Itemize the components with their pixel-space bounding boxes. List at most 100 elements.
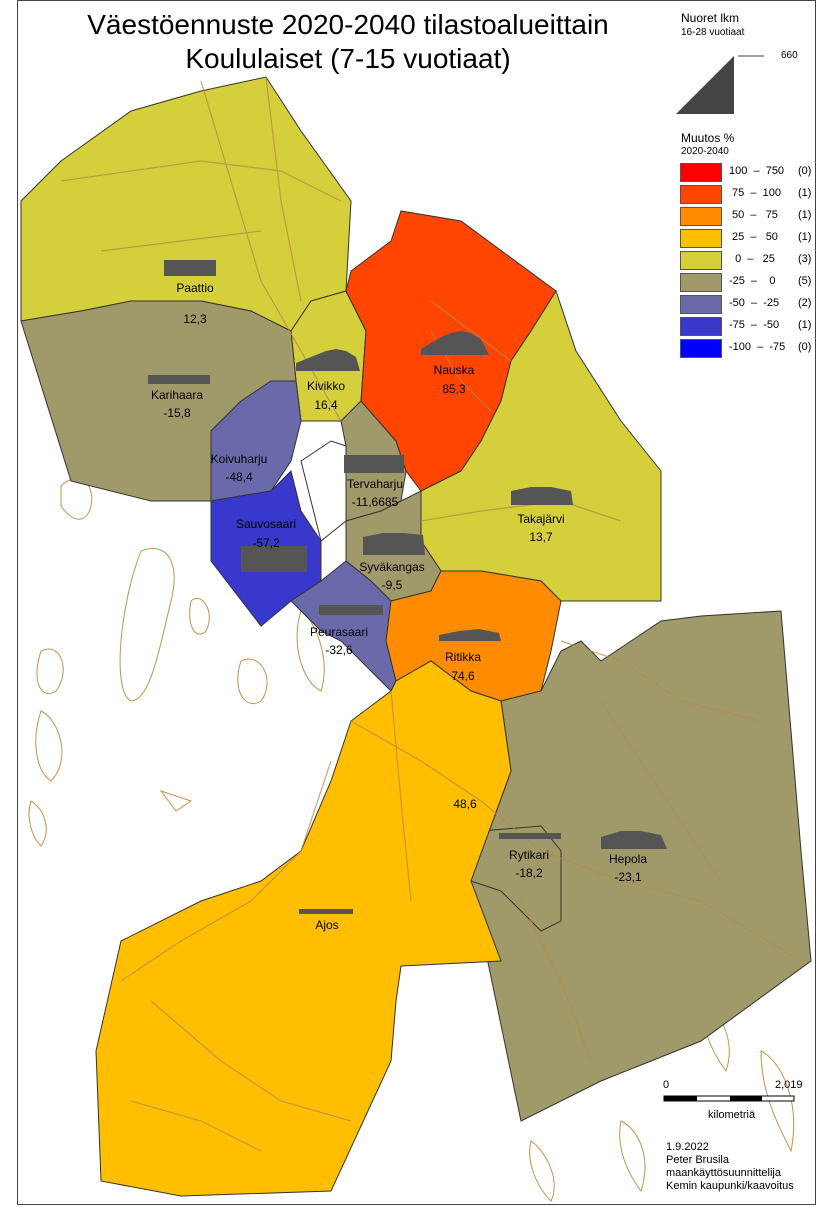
- legend-class-row: 50 – 75 (1): [680, 205, 815, 227]
- credits-role: maankäyttösuunnittelija: [666, 1167, 781, 1179]
- legend-class-row: 25 – 50 (1): [680, 227, 815, 249]
- legend-range: -25 – 0: [729, 275, 776, 287]
- region-hepola: [470, 610, 812, 1122]
- map-title-line-2: Koululaiset (7-15 vuotiaat): [185, 43, 511, 74]
- legend-swatch: [680, 185, 722, 204]
- region-value-ritikka: 74,6: [451, 669, 475, 683]
- legend-swatch: [680, 251, 722, 270]
- region-value-rytikari: -18,2: [515, 866, 543, 880]
- legend-range: 75 – 100: [729, 187, 781, 199]
- road-network: [60, 76, 802, 1152]
- legend-class-row: -50 – -25 (2): [680, 293, 815, 315]
- legend-class-row: -100 – -75 (0): [680, 337, 815, 359]
- bar-symbol-peurasaari: [319, 605, 383, 615]
- legend-class-row: -75 – -50 (1): [680, 315, 815, 337]
- region-value-ajos-south: 48,6: [453, 797, 477, 811]
- legend-count: (1): [798, 231, 812, 243]
- legend-range: -75 – -50: [729, 319, 780, 331]
- region-ajos: [95, 660, 512, 1197]
- legend-class-row: 0 – 25 (3): [680, 249, 815, 271]
- bar-symbol-ritikka: [439, 629, 501, 641]
- legend-bar-symbol-icon: [676, 55, 764, 114]
- credits-author: Peter Brusila: [666, 1154, 729, 1166]
- region-value-kivikko: 16,4: [314, 398, 338, 412]
- credits-org: Kemin kaupunki/kaavoitus: [666, 1180, 794, 1192]
- legend-symbol-subtitle: 16-28 vuotiaat: [681, 27, 745, 38]
- bar-symbol-hepola: [601, 831, 667, 849]
- credits-block: 1.9.2022 Peter Brusila maankäyttösuunnit…: [666, 1141, 794, 1193]
- region-label-kivikko: Kivikko: [306, 379, 346, 393]
- region-value-nauska: 85,3: [442, 382, 466, 396]
- legend-range: 25 – 50: [729, 231, 778, 243]
- scale-unit-label: kilometriä: [708, 1109, 756, 1121]
- legend-class-row: 100 – 750 (0): [680, 161, 815, 183]
- legend-range: -100 – -75: [729, 341, 786, 353]
- region-label-takajarvi: Takajärvi: [517, 512, 565, 526]
- legend-count: (0): [798, 165, 812, 177]
- bar-symbol-takajarvi: [511, 487, 573, 505]
- legend-swatch: [680, 339, 722, 358]
- region-value-paattio: 12,3: [183, 312, 207, 326]
- region-label-paattio: Paattio: [176, 281, 214, 295]
- bar-symbol-rytikari: [499, 833, 561, 839]
- legend-swatch: [680, 207, 722, 226]
- legend-range: 50 – 75: [729, 209, 778, 221]
- legend-count: (0): [798, 341, 812, 353]
- legend-count: (3): [798, 253, 812, 265]
- region-value-karihaara: -15,8: [163, 406, 191, 420]
- region-label-rytikari: Rytikari: [508, 848, 550, 862]
- legend-swatch: [680, 273, 722, 292]
- region-label-hepola: Hepola: [608, 852, 648, 866]
- region-value-takajarvi: 13,7: [529, 530, 553, 544]
- legend-range: -50 – -25: [729, 297, 780, 309]
- legend-swatch: [680, 317, 722, 336]
- legend-count: (1): [798, 319, 812, 331]
- bar-symbol-syvakangas: [363, 533, 425, 555]
- bar-symbols: [148, 260, 667, 914]
- legend-class-row: 75 – 100 (1): [680, 183, 815, 205]
- map-title-line-1: Väestöennuste 2020-2040 tilastoalueittai…: [87, 9, 609, 40]
- legend-symbol-title: Nuoret lkm: [681, 11, 740, 25]
- region-label-nauska: Nauska: [433, 363, 475, 377]
- legend-class-title: Muutos %: [681, 131, 735, 145]
- region-value-peurasaari: -32,6: [325, 643, 353, 657]
- region-value-sauvosaari: -57,2: [252, 536, 280, 550]
- legend-class-row: -25 – 0 (5): [680, 271, 815, 293]
- bar-symbol-tervaharju: [344, 455, 404, 473]
- bar-symbol-nauska: [421, 331, 489, 355]
- scale-bar-graphic: [663, 1095, 795, 1102]
- legend-range: 0 – 25: [729, 253, 775, 265]
- legend-symbol-value: 660: [781, 50, 798, 61]
- legend-swatch: [680, 163, 722, 182]
- bar-symbol-ajos: [299, 909, 353, 914]
- region-label-koivuharju: Koivuharju: [210, 452, 268, 466]
- legend-count: (1): [798, 209, 812, 221]
- legend-count: (2): [798, 297, 812, 309]
- legend-class-list: 100 – 750 (0) 75 – 100 (1) 50 – 75 (1) 2…: [680, 161, 815, 371]
- region-label-sauvosaari: Sauvosaari: [235, 517, 297, 531]
- bar-symbol-kivikko: [296, 349, 360, 371]
- region-label-tervaharju: Tervaharju: [346, 477, 404, 491]
- legend-swatch: [680, 295, 722, 314]
- legend-count: (5): [798, 275, 812, 287]
- region-label-peurasaari: Peurasaari: [309, 625, 369, 639]
- legend-range: 100 – 750: [729, 165, 785, 177]
- bar-symbol-karihaara: [148, 375, 210, 384]
- legend-class-subtitle: 2020-2040: [681, 146, 729, 157]
- region-value-tervaharju: -11,6685: [351, 495, 399, 509]
- map-frame: Väestöennuste 2020-2040 tilastoalueittai…: [17, 0, 816, 1205]
- region-rytikari: [470, 825, 562, 932]
- region-value-syvakangas: -9,5: [381, 578, 403, 592]
- scale-start-label: 0: [663, 1079, 670, 1091]
- region-label-karihaara: Karihaara: [150, 388, 204, 402]
- legend-swatch: [680, 229, 722, 248]
- credits-date: 1.9.2022: [666, 1141, 709, 1153]
- region-value-koivuharju: -48,4: [225, 470, 253, 484]
- region-label-syvakangas: Syväkangas: [359, 560, 425, 574]
- region-label-ritikka: Ritikka: [444, 650, 482, 664]
- legend-count: (1): [798, 187, 812, 199]
- bar-symbol-sauvosaari: [241, 546, 307, 572]
- region-label-ajos: Ajos: [315, 918, 339, 932]
- scale-end-label: 2,019: [775, 1079, 803, 1091]
- bar-symbol-paattio: [164, 260, 216, 276]
